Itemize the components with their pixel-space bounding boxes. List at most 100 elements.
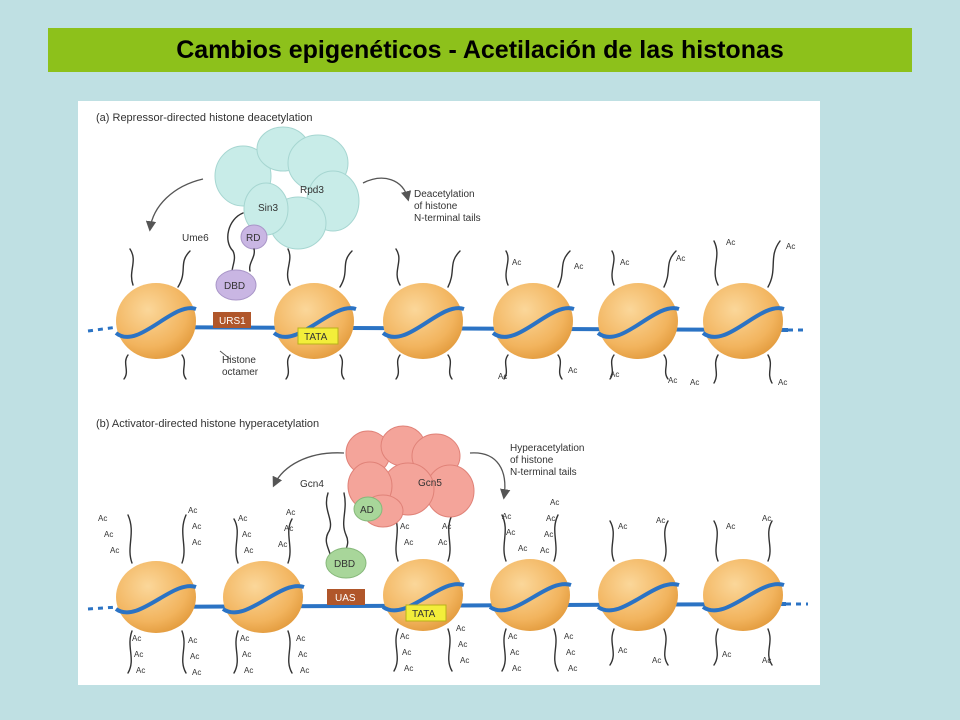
nucleosome-a4	[491, 250, 575, 380]
ac-label: Ac	[620, 258, 629, 267]
ac-label: Ac	[190, 652, 199, 661]
nucleosome-a3	[381, 248, 465, 380]
ac-label: Ac	[400, 632, 409, 641]
arrow-right-b	[469, 452, 511, 500]
ad-label: AD	[360, 505, 374, 516]
ac-label: Ac	[610, 370, 619, 379]
ac-label: Ac	[460, 656, 469, 665]
ac-label: Ac	[652, 656, 661, 665]
ac-label: Ac	[110, 546, 119, 555]
ac-label: Ac	[240, 634, 249, 643]
ac-label: Ac	[762, 656, 771, 665]
ac-label: Ac	[402, 648, 411, 657]
ac-label: Ac	[456, 624, 465, 633]
ac-label: Ac	[244, 546, 253, 555]
ac-label: Ac	[188, 506, 197, 515]
nucleosome-b1	[114, 514, 197, 674]
ac-label: Ac	[400, 522, 409, 531]
ac-label: Ac	[438, 538, 447, 547]
histone-octamer-label: Histone octamer	[219, 350, 259, 378]
ac-label: Ac	[284, 524, 293, 533]
gcn5-label: Gcn5	[418, 478, 442, 489]
ac-label: Ac	[242, 650, 251, 659]
svg-text:N-terminal tails: N-terminal tails	[510, 467, 577, 478]
ac-labels-panel-b: Ac Ac Ac Ac Ac Ac Ac Ac Ac Ac Ac Ac Ac A…	[98, 498, 771, 677]
ac-label: Ac	[188, 636, 197, 645]
nucleosome-a6	[701, 240, 785, 384]
ume6-repressor: RD Ume6 DBD	[182, 212, 268, 301]
nucleosome-b3	[381, 514, 465, 672]
tata-box-b: TATA	[405, 604, 447, 622]
ac-label: Ac	[242, 530, 251, 539]
ac-label: Ac	[566, 648, 575, 657]
ac-label: Ac	[132, 634, 141, 643]
ac-label: Ac	[278, 540, 287, 549]
ac-label: Ac	[192, 538, 201, 547]
ac-label: Ac	[238, 514, 247, 523]
ac-label: Ac	[726, 238, 735, 247]
ac-label: Ac	[676, 254, 685, 263]
nucleosome-b5	[596, 520, 680, 666]
nucleosome-b2	[221, 518, 305, 674]
ac-label: Ac	[300, 666, 309, 675]
ac-label: Ac	[540, 546, 549, 555]
nucleosome-b4	[488, 514, 572, 672]
ac-label: Ac	[192, 668, 201, 677]
ac-label: Ac	[568, 664, 577, 673]
dbd-a-label: DBD	[224, 281, 245, 292]
dna-end-left-b	[87, 605, 119, 611]
svg-text:URS1: URS1	[219, 316, 246, 327]
ac-label: Ac	[564, 632, 573, 641]
rpd3-label: Rpd3	[300, 185, 324, 196]
ume6-label: Ume6	[182, 233, 209, 244]
ac-label: Ac	[510, 648, 519, 657]
ac-label: Ac	[404, 538, 413, 547]
svg-text:Histone: Histone	[222, 355, 256, 366]
ac-label: Ac	[404, 664, 413, 673]
ac-label: Ac	[544, 530, 553, 539]
tata-box-a: TATA	[297, 327, 339, 345]
ac-label: Ac	[134, 650, 143, 659]
uas-box: UAS	[327, 589, 365, 605]
ac-label: Ac	[286, 508, 295, 517]
deacetylation-note: Deacetylation of histone N-terminal tail…	[414, 189, 481, 224]
svg-text:TATA: TATA	[412, 609, 436, 620]
gcn4-activator: Gcn4 AD DBD	[300, 479, 383, 579]
svg-text:UAS: UAS	[335, 593, 356, 604]
nucleosome-a5	[596, 250, 680, 380]
ac-label: Ac	[690, 378, 699, 387]
ac-label: Ac	[192, 522, 201, 531]
ac-label: Ac	[498, 372, 507, 381]
ac-label: Ac	[618, 522, 627, 531]
figure-svg: (a) Repressor-directed histone deacetyla…	[87, 112, 808, 677]
ac-label: Ac	[458, 640, 467, 649]
ac-label: Ac	[574, 262, 583, 271]
ac-label: Ac	[296, 634, 305, 643]
urs1-box: URS1	[213, 312, 251, 328]
sin3-label: Sin3	[258, 203, 278, 214]
ac-label: Ac	[618, 646, 627, 655]
ac-label: Ac	[442, 522, 451, 531]
rd-label: RD	[246, 233, 260, 244]
arrow-left-a	[145, 178, 204, 232]
svg-text:Hyperacetylation: Hyperacetylation	[510, 443, 584, 454]
ac-label: Ac	[762, 514, 771, 523]
svg-text:of histone: of histone	[510, 455, 554, 466]
slide-title: Cambios epigenéticos - Acetilación de la…	[176, 35, 784, 64]
svg-text:N-terminal tails: N-terminal tails	[414, 213, 481, 224]
svg-text:TATA: TATA	[304, 332, 328, 343]
ac-label: Ac	[512, 258, 521, 267]
hyperacetylation-note: Hyperacetylation of histone N-terminal t…	[510, 443, 584, 478]
ac-label: Ac	[506, 528, 515, 537]
nucleosome-a2	[272, 248, 357, 380]
ac-labels-panel-a: Ac Ac Ac Ac Ac Ac Ac Ac Ac Ac Ac Ac	[498, 238, 795, 387]
ac-label: Ac	[136, 666, 145, 675]
ac-label: Ac	[518, 544, 527, 553]
svg-text:Deacetylation: Deacetylation	[414, 189, 475, 200]
panel-b-heading: (b) Activator-directed histone hyperacet…	[96, 418, 319, 430]
svg-text:of histone: of histone	[414, 201, 458, 212]
nucleosome-a1	[114, 248, 197, 380]
svg-text:octamer: octamer	[222, 367, 259, 378]
ac-label: Ac	[722, 650, 731, 659]
ac-label: Ac	[546, 514, 555, 523]
